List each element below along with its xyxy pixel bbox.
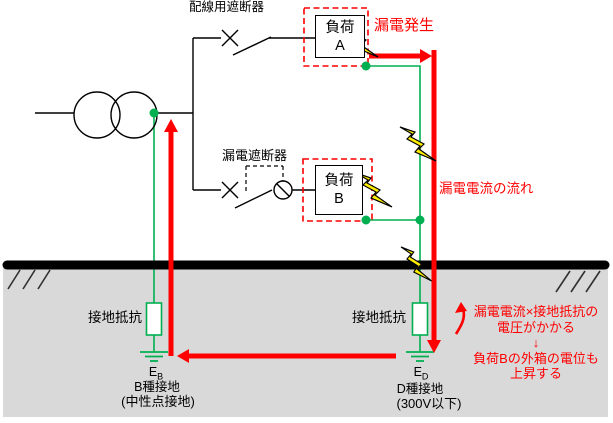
note-line1: 漏電電流×接地抵抗の: [473, 304, 599, 319]
wire-nodes: [149, 61, 425, 225]
load-b-label-line1: 負荷: [324, 173, 354, 189]
voltage-rise-note: 漏電電流×接地抵抗の 電圧がかかる ↓ 負荷Bの外箱の電位も 上昇する: [451, 304, 613, 382]
breaker-a-label: 配線用遮断器: [189, 0, 265, 14]
load-a-label-line1: 負荷: [325, 19, 355, 36]
ed-note-label: (300V以下): [396, 396, 462, 411]
eb-note-label: (中性点接地): [121, 394, 195, 409]
grounding-resistor-d-icon: [411, 302, 429, 336]
load-b-label-line2: B: [334, 191, 344, 207]
earth-symbol-ed-icon: [406, 351, 434, 362]
leak-bolt-ground-icon: [400, 246, 432, 282]
wire-node-load-a: [361, 61, 371, 71]
note-line2: 電圧がかかる: [496, 319, 575, 335]
eb-symbol-label: EB: [148, 365, 164, 382]
load-a-box: 負荷 A: [315, 15, 365, 58]
earth-hatch-left-icon: [7, 269, 51, 290]
circuit-wiring: [35, 37, 315, 191]
note-line3: 負荷Bの外箱の電位も: [473, 350, 599, 366]
leak-flow-label: 漏電電流の流れ: [439, 181, 534, 196]
wire-node-junction: [415, 215, 425, 225]
earth-resistance-right-label: 接地抵抗: [352, 310, 406, 325]
breaker-b-label: 漏電遮断器: [222, 148, 288, 163]
load-a-label-line2: A: [335, 37, 345, 54]
breaker-a-contact-icon: [221, 29, 272, 56]
load-b-box: 負荷 B: [315, 165, 363, 215]
underground-area: [3, 268, 608, 417]
wire-node-load-b: [361, 215, 371, 225]
elcb-contact-icon: [221, 180, 293, 209]
leak-current-path: [164, 49, 441, 363]
leak-bolt-load-b-icon: [355, 172, 393, 208]
leak-occurrence-label: 漏電発生: [374, 17, 435, 34]
ed-type-label: D種接地: [396, 382, 444, 396]
eb-sub: B: [157, 371, 164, 382]
note-line4: 上昇する: [509, 366, 562, 381]
eb-type-label: B種接地: [134, 380, 180, 394]
voltage-rise-arrow-icon: [454, 302, 467, 335]
eb-symbol: E: [148, 365, 158, 379]
load-a-enclosure-outline: [303, 7, 369, 67]
wire-node-transformer: [149, 108, 159, 118]
ed-symbol-label: ED: [413, 365, 429, 382]
transformer-icon: [73, 91, 158, 139]
leak-bolt-earth-wire-icon: [399, 126, 437, 162]
earth-resistance-left-label: 接地抵抗: [88, 310, 142, 325]
ed-symbol: E: [413, 365, 422, 379]
grounding-resistor-b-icon: [145, 302, 163, 336]
note-down-arrow: ↓: [532, 335, 540, 350]
ed-sub: D: [421, 371, 429, 382]
earth-symbol-eb-icon: [140, 351, 168, 362]
elcb-trip-link-icon: [245, 165, 284, 192]
earth-hatch-right-icon: [555, 270, 601, 293]
